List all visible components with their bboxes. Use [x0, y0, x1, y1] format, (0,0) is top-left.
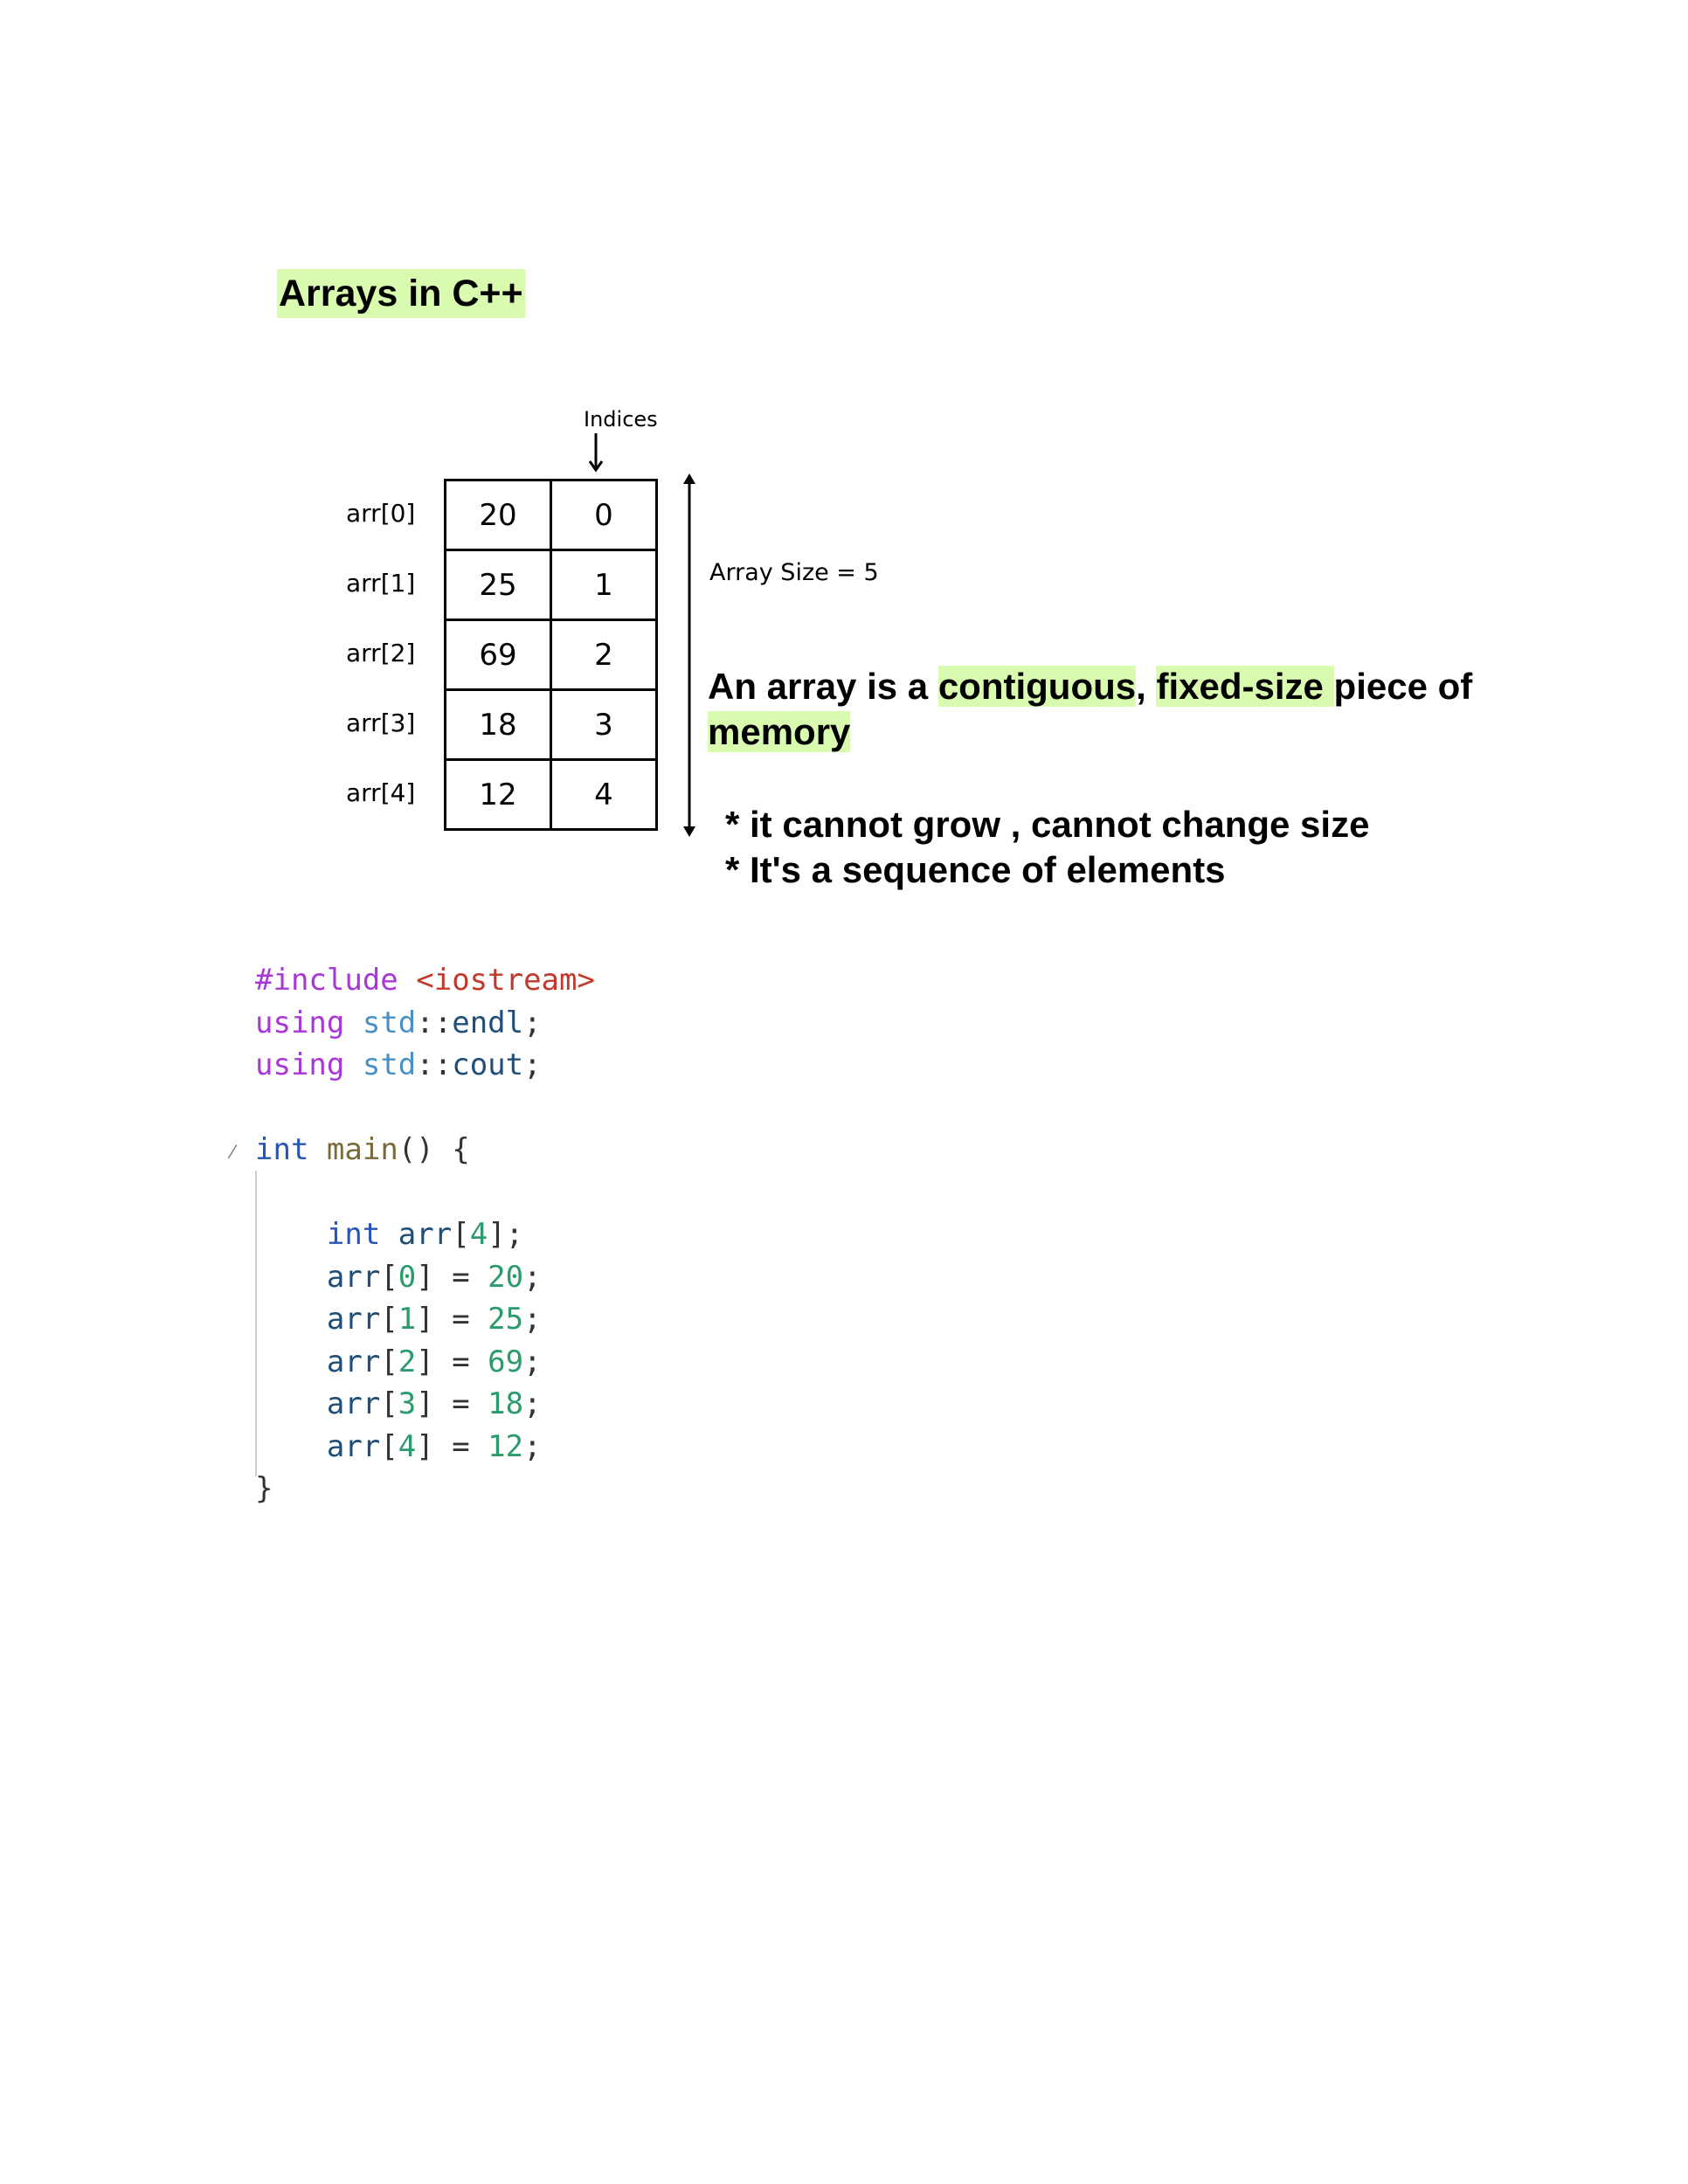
- highlight-term: memory: [708, 711, 851, 752]
- code-token: () {: [398, 1132, 470, 1167]
- code-token: std: [362, 1005, 417, 1040]
- definition-part: An array is a: [708, 666, 938, 707]
- code-line: arr[2] = 69;: [326, 1344, 542, 1379]
- row-label: arr[2]: [346, 639, 416, 667]
- table-row: 25 1: [444, 549, 658, 621]
- table-row: 20 0: [444, 479, 658, 551]
- index-cell: 3: [550, 688, 658, 761]
- value-cell: 69: [444, 619, 552, 691]
- size-arrow-icon: [683, 473, 695, 837]
- code-line: }: [255, 1468, 595, 1510]
- code-token: ::: [416, 1005, 453, 1040]
- code-line: #include <iostream>: [255, 959, 595, 1002]
- code-token: 12: [488, 1428, 524, 1464]
- code-token: arr: [326, 1344, 381, 1379]
- list-item: * it cannot grow , cannot change size: [725, 804, 1370, 845]
- code-token: 0: [398, 1259, 417, 1295]
- code-token: arr: [326, 1259, 381, 1295]
- code-token: ;: [523, 1005, 542, 1040]
- code-token: 18: [488, 1386, 524, 1421]
- table-row: 18 3: [444, 688, 658, 761]
- row-label: arr[4]: [346, 778, 416, 807]
- bullet-list: * it cannot grow , cannot change size * …: [725, 802, 1369, 893]
- definition-text: An array is a contiguous, fixed-size pie…: [708, 664, 1581, 755]
- code-line: arr[0] = 20;: [326, 1259, 542, 1295]
- code-token: arr: [326, 1386, 381, 1421]
- code-line: arr[1] = 25;: [326, 1302, 542, 1337]
- code-token: using: [255, 1047, 345, 1082]
- code-token: 69: [488, 1344, 524, 1379]
- code-token: 4: [469, 1217, 488, 1252]
- index-cell: 2: [550, 619, 658, 691]
- array-table: 20 0 25 1 69 2 18 3 12 4: [444, 479, 658, 831]
- row-label: arr[1]: [346, 569, 416, 598]
- code-token: ::: [416, 1047, 453, 1082]
- code-token: 4: [398, 1428, 417, 1464]
- indices-arrow-icon: [588, 433, 604, 473]
- code-token: 25: [488, 1302, 524, 1337]
- code-token: std: [362, 1047, 417, 1082]
- code-line: [255, 1087, 595, 1130]
- index-cell: 1: [550, 549, 658, 621]
- code-line: int main() {: [255, 1129, 595, 1171]
- row-label: arr[3]: [346, 708, 416, 737]
- code-token: arr: [326, 1302, 381, 1337]
- highlight-term: fixed-size: [1156, 666, 1334, 707]
- list-item: * It's a sequence of elements: [725, 849, 1226, 890]
- code-token: main: [326, 1132, 398, 1167]
- code-token: 3: [398, 1386, 417, 1421]
- fold-marker-icon[interactable]: ⁄: [232, 1141, 235, 1163]
- code-line: [255, 1171, 595, 1214]
- code-token: #include: [255, 963, 398, 998]
- code-token: arr: [326, 1428, 381, 1464]
- index-cell: 4: [550, 758, 658, 831]
- code-token: 2: [398, 1344, 417, 1379]
- code-token: using: [255, 1005, 345, 1040]
- indices-label: Indices: [584, 407, 658, 432]
- code-token: 1: [398, 1302, 417, 1337]
- indent-guide: [255, 1171, 257, 1476]
- code-line: using std::endl;: [255, 1002, 595, 1045]
- code-token: ;: [523, 1047, 542, 1082]
- definition-part: ,: [1136, 666, 1157, 707]
- value-cell: 20: [444, 479, 552, 551]
- code-token: endl: [452, 1005, 524, 1040]
- table-row: 69 2: [444, 619, 658, 691]
- code-line: arr[3] = 18;: [326, 1386, 542, 1421]
- code-token: 20: [488, 1259, 524, 1295]
- value-cell: 25: [444, 549, 552, 621]
- code-line: using std::cout;: [255, 1044, 595, 1087]
- highlight-term: contiguous: [937, 666, 1137, 707]
- code-line: int arr[4];: [326, 1217, 524, 1252]
- code-token: int: [255, 1132, 309, 1167]
- index-cell: 0: [550, 479, 658, 551]
- code-token: }: [255, 1471, 273, 1506]
- row-label: arr[0]: [346, 499, 416, 528]
- array-size-label: Array Size = 5: [709, 559, 879, 586]
- code-line: arr[4] = 12;: [326, 1428, 542, 1464]
- code-token: arr: [398, 1217, 453, 1252]
- code-token: <iostream>: [416, 963, 595, 998]
- definition-part: piece of: [1333, 666, 1473, 707]
- page-title: Arrays in C++: [277, 269, 525, 318]
- table-row: 12 4: [444, 758, 658, 831]
- code-token: int: [326, 1217, 381, 1252]
- value-cell: 12: [444, 758, 552, 831]
- code-block: #include <iostream> using std::endl; usi…: [255, 959, 595, 1510]
- code-token: cout: [452, 1047, 524, 1082]
- value-cell: 18: [444, 688, 552, 761]
